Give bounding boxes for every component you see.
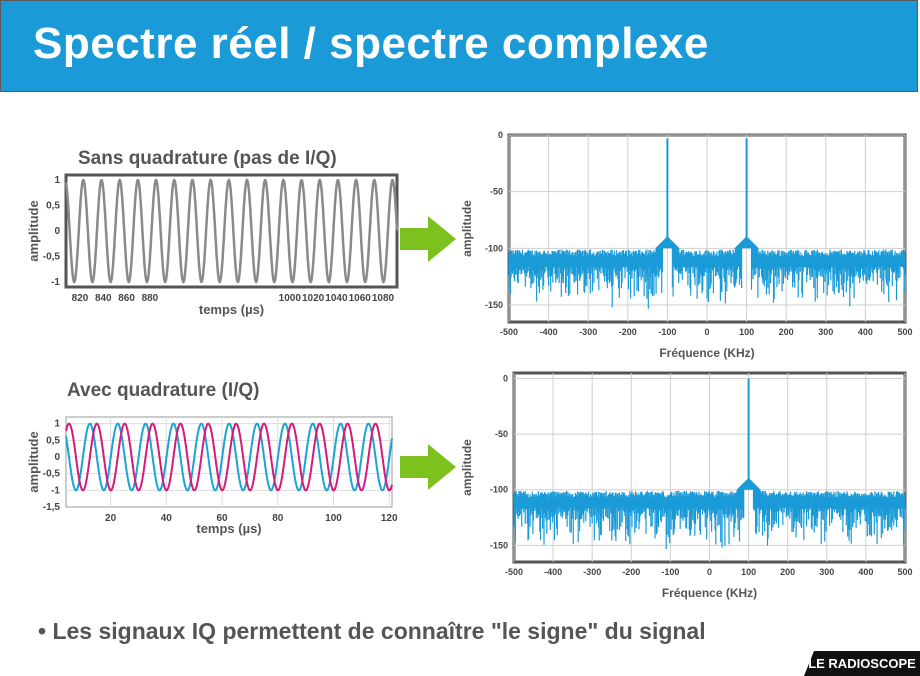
y-tick-label: -150 — [485, 300, 503, 310]
x-tick-label: 300 — [818, 327, 833, 337]
chart-title-no-quadrature: Sans quadrature (pas de I/Q) — [78, 148, 337, 169]
x-tick-label: 500 — [897, 327, 912, 337]
x-tick-label: 1080 — [372, 293, 395, 304]
y-tick-label: -1 — [51, 277, 60, 288]
x-tick-label: 100 — [739, 327, 754, 337]
x-tick-label: 80 — [272, 513, 284, 524]
x-axis-label: temps (µs) — [196, 521, 261, 536]
series-line-real — [64, 178, 399, 284]
y-tick-label: 0 — [54, 226, 60, 237]
x-tick-label: -100 — [661, 567, 679, 577]
x-tick-label: 1040 — [325, 293, 348, 304]
arrow-right-icon — [400, 216, 456, 262]
series-line-q — [65, 422, 393, 492]
x-tick-label: -300 — [583, 567, 601, 577]
x-axis-label: temps (µs) — [199, 302, 264, 317]
x-tick-label: 1060 — [349, 293, 372, 304]
x-tick-label: -200 — [619, 327, 637, 337]
chart-title-quadrature: Avec quadrature (I/Q) — [67, 380, 260, 401]
y-tick-label: -150 — [490, 540, 508, 550]
x-tick-label: 100 — [741, 567, 756, 577]
y-tick-label: 0,5 — [46, 435, 60, 446]
y-tick-label: 1 — [54, 419, 60, 430]
x-tick-label: 0 — [707, 567, 712, 577]
x-tick-label: 40 — [161, 513, 173, 524]
x-tick-label: -200 — [622, 567, 640, 577]
y-tick-label: 0,5 — [46, 201, 60, 212]
series-line-i — [65, 422, 393, 492]
y-tick-label: -0,5 — [43, 469, 61, 480]
spectrum-complex-noise — [513, 478, 906, 549]
arrow-right-icon — [400, 444, 456, 490]
x-tick-label: 840 — [95, 293, 112, 304]
y-axis-label: amplitude — [26, 200, 41, 261]
title-banner: Spectre réel / spectre complexe — [0, 0, 918, 92]
y-tick-label: 0 — [503, 374, 508, 384]
x-tick-label: -400 — [540, 327, 558, 337]
spectrum-real-noise — [508, 236, 906, 309]
x-tick-label: 1000 — [279, 293, 302, 304]
y-tick-label: -1 — [51, 485, 60, 496]
y-tick-label: -100 — [485, 243, 503, 253]
x-axis-label: Fréquence (KHz) — [662, 586, 757, 600]
x-tick-label: 400 — [858, 327, 873, 337]
x-tick-label: 400 — [858, 567, 873, 577]
x-tick-label: 1020 — [302, 293, 325, 304]
y-axis-label: amplitude — [460, 200, 474, 257]
x-tick-label: -300 — [579, 327, 597, 337]
y-tick-label: 0 — [498, 130, 503, 140]
x-tick-label: 500 — [897, 567, 912, 577]
x-tick-label: -500 — [505, 567, 523, 577]
y-axis-label: amplitude — [26, 431, 41, 492]
y-tick-label: -0,5 — [43, 251, 61, 262]
x-tick-label: -400 — [544, 567, 562, 577]
y-tick-label: 0 — [54, 452, 60, 463]
x-axis-label: Fréquence (KHz) — [659, 346, 754, 360]
x-tick-label: 120 — [381, 513, 398, 524]
x-tick-label: -100 — [658, 327, 676, 337]
x-tick-label: 880 — [142, 293, 159, 304]
y-tick-label: -1,5 — [43, 502, 61, 513]
y-tick-label: -50 — [495, 429, 508, 439]
x-tick-label: 200 — [780, 567, 795, 577]
y-tick-label: -50 — [490, 187, 503, 197]
x-tick-label: 300 — [819, 567, 834, 577]
y-tick-label: -100 — [490, 485, 508, 495]
x-tick-label: 0 — [704, 327, 709, 337]
page-title: Spectre réel / spectre complexe — [33, 19, 709, 68]
logo: LE RADIOSCOPE — [804, 651, 920, 676]
x-tick-label: 20 — [105, 513, 117, 524]
y-axis-label: amplitude — [460, 439, 474, 496]
x-tick-label: 60 — [216, 513, 228, 524]
bullet-text: • Les signaux IQ permettent de connaître… — [38, 618, 706, 644]
x-tick-label: 860 — [118, 293, 135, 304]
x-tick-label: 100 — [325, 513, 342, 524]
y-tick-label: 1 — [54, 175, 60, 186]
x-tick-label: -500 — [500, 327, 518, 337]
x-tick-label: 820 — [72, 293, 89, 304]
x-tick-label: 200 — [779, 327, 794, 337]
